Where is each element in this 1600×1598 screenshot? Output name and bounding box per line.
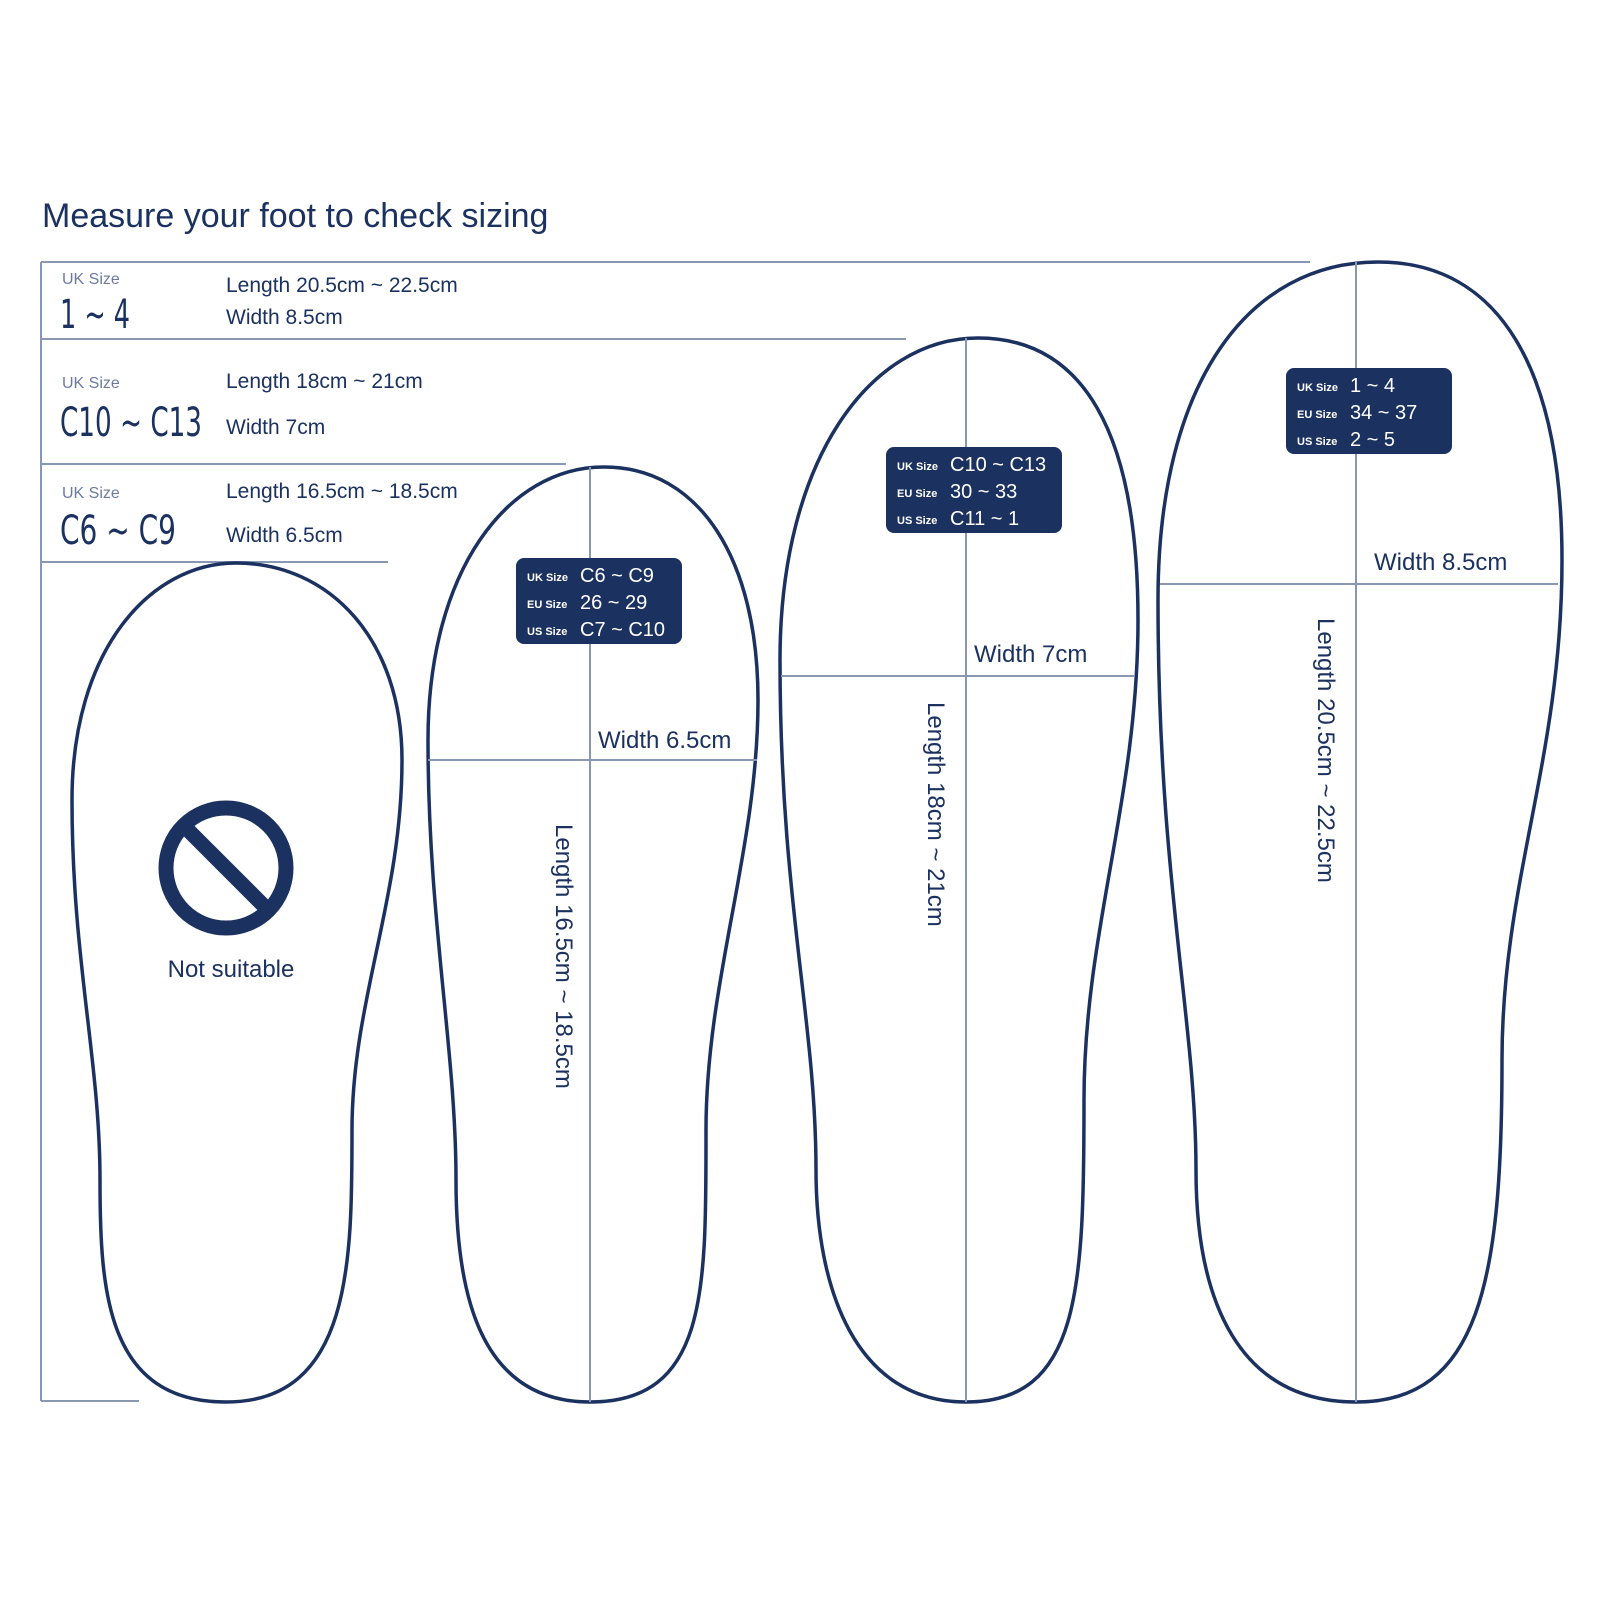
uk-size-value: 1 ~ 4: [60, 292, 130, 338]
foot-outline-c6-c9: UK Size C6 ~ C9 EU Size 26 ~ 29 US Size …: [426, 465, 760, 1404]
badge-uk-value: C6 ~ C9: [580, 565, 654, 587]
not-suitable-label: Not suitable: [168, 956, 295, 983]
size-badge: UK Size C10 ~ C13 EU Size 30 ~ 33 US Siz…: [886, 447, 1062, 533]
badge-us-label: US Size: [1297, 436, 1337, 448]
size-badge: UK Size 1 ~ 4 EU Size 34 ~ 37 US Size 2 …: [1286, 368, 1452, 454]
width-label: Width 6.5cm: [598, 727, 731, 754]
length-text: Length 16.5cm ~ 18.5cm: [226, 480, 458, 503]
badge-uk-label: UK Size: [527, 572, 568, 584]
length-text: Length 20.5cm ~ 22.5cm: [226, 274, 458, 297]
size-table-row-2: UK Size C10 ~ C13 Length 18cm ~ 21cm Wid…: [60, 370, 423, 446]
page-title: Measure your foot to check sizing: [42, 197, 548, 235]
badge-uk-label: UK Size: [897, 461, 938, 473]
width-text: Width 6.5cm: [226, 524, 343, 547]
width-label: Width 7cm: [974, 641, 1087, 668]
badge-eu-label: EU Size: [1297, 409, 1337, 421]
length-label: Length 20.5cm ~ 22.5cm: [1312, 618, 1339, 883]
width-text: Width 8.5cm: [226, 306, 343, 329]
size-badge-background: [886, 447, 1062, 533]
length-text: Length 18cm ~ 21cm: [226, 370, 423, 393]
badge-us-label: US Size: [897, 515, 937, 527]
uk-size-label: UK Size: [62, 485, 120, 502]
foot-outline-c10-c13: UK Size C10 ~ C13 EU Size 30 ~ 33 US Siz…: [778, 336, 1140, 1404]
size-badge: UK Size C6 ~ C9 EU Size 26 ~ 29 US Size …: [516, 558, 682, 644]
length-label: Length 16.5cm ~ 18.5cm: [550, 824, 577, 1089]
uk-size-label: UK Size: [62, 271, 120, 288]
size-table-rules: [40, 261, 1310, 1402]
badge-us-value: 2 ~ 5: [1350, 429, 1395, 451]
foot-outline-not-suitable: Not suitable: [70, 561, 404, 1404]
badge-us-value: C11 ~ 1: [950, 508, 1019, 530]
uk-size-value: C6 ~ C9: [60, 508, 176, 554]
width-text: Width 7cm: [226, 416, 325, 439]
size-table-row-3: UK Size C6 ~ C9 Length 16.5cm ~ 18.5cm W…: [60, 480, 458, 554]
foot-outline-1-4: UK Size 1 ~ 4 EU Size 34 ~ 37 US Size 2 …: [1156, 260, 1564, 1404]
length-label: Length 18cm ~ 21cm: [922, 702, 949, 927]
badge-eu-label: EU Size: [527, 599, 567, 611]
badge-uk-value: 1 ~ 4: [1350, 375, 1395, 397]
badge-us-label: US Size: [527, 626, 567, 638]
badge-uk-value: C10 ~ C13: [950, 454, 1046, 476]
uk-size-value: C10 ~ C13: [60, 400, 202, 446]
width-label: Width 8.5cm: [1374, 549, 1507, 576]
badge-eu-value: 30 ~ 33: [950, 481, 1017, 503]
badge-uk-label: UK Size: [1297, 382, 1338, 394]
badge-eu-value: 26 ~ 29: [580, 592, 647, 614]
foot-outline: [70, 561, 404, 1404]
size-badge-background: [1286, 368, 1452, 454]
badge-eu-label: EU Size: [897, 488, 937, 500]
size-table-row-1: UK Size 1 ~ 4 Length 20.5cm ~ 22.5cm Wid…: [60, 271, 458, 338]
uk-size-label: UK Size: [62, 375, 120, 392]
badge-eu-value: 34 ~ 37: [1350, 402, 1417, 424]
badge-us-value: C7 ~ C10: [580, 619, 665, 641]
size-badge-background: [516, 558, 682, 644]
prohibited-icon: [158, 800, 294, 936]
